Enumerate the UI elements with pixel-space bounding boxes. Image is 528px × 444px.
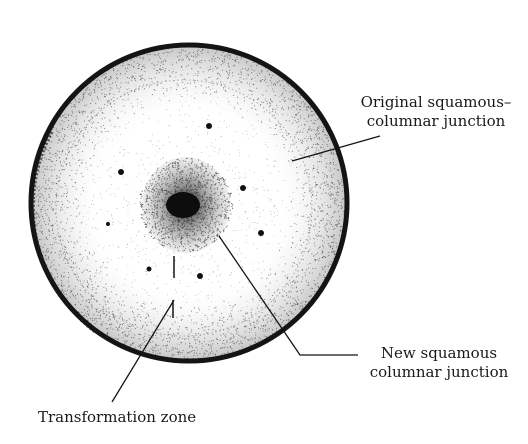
label-original-junction-line1: Original squamous– (352, 93, 520, 112)
label-original-junction-line2: columnar junction (352, 112, 520, 131)
label-new-junction: New squamous columnar junction (364, 344, 514, 382)
label-transformation-zone: Transformation zone (38, 408, 196, 427)
label-new-junction-line2: columnar junction (364, 363, 514, 382)
label-new-junction-line1: New squamous (364, 344, 514, 363)
external-os (166, 192, 200, 218)
label-original-junction: Original squamous– columnar junction (352, 93, 520, 131)
